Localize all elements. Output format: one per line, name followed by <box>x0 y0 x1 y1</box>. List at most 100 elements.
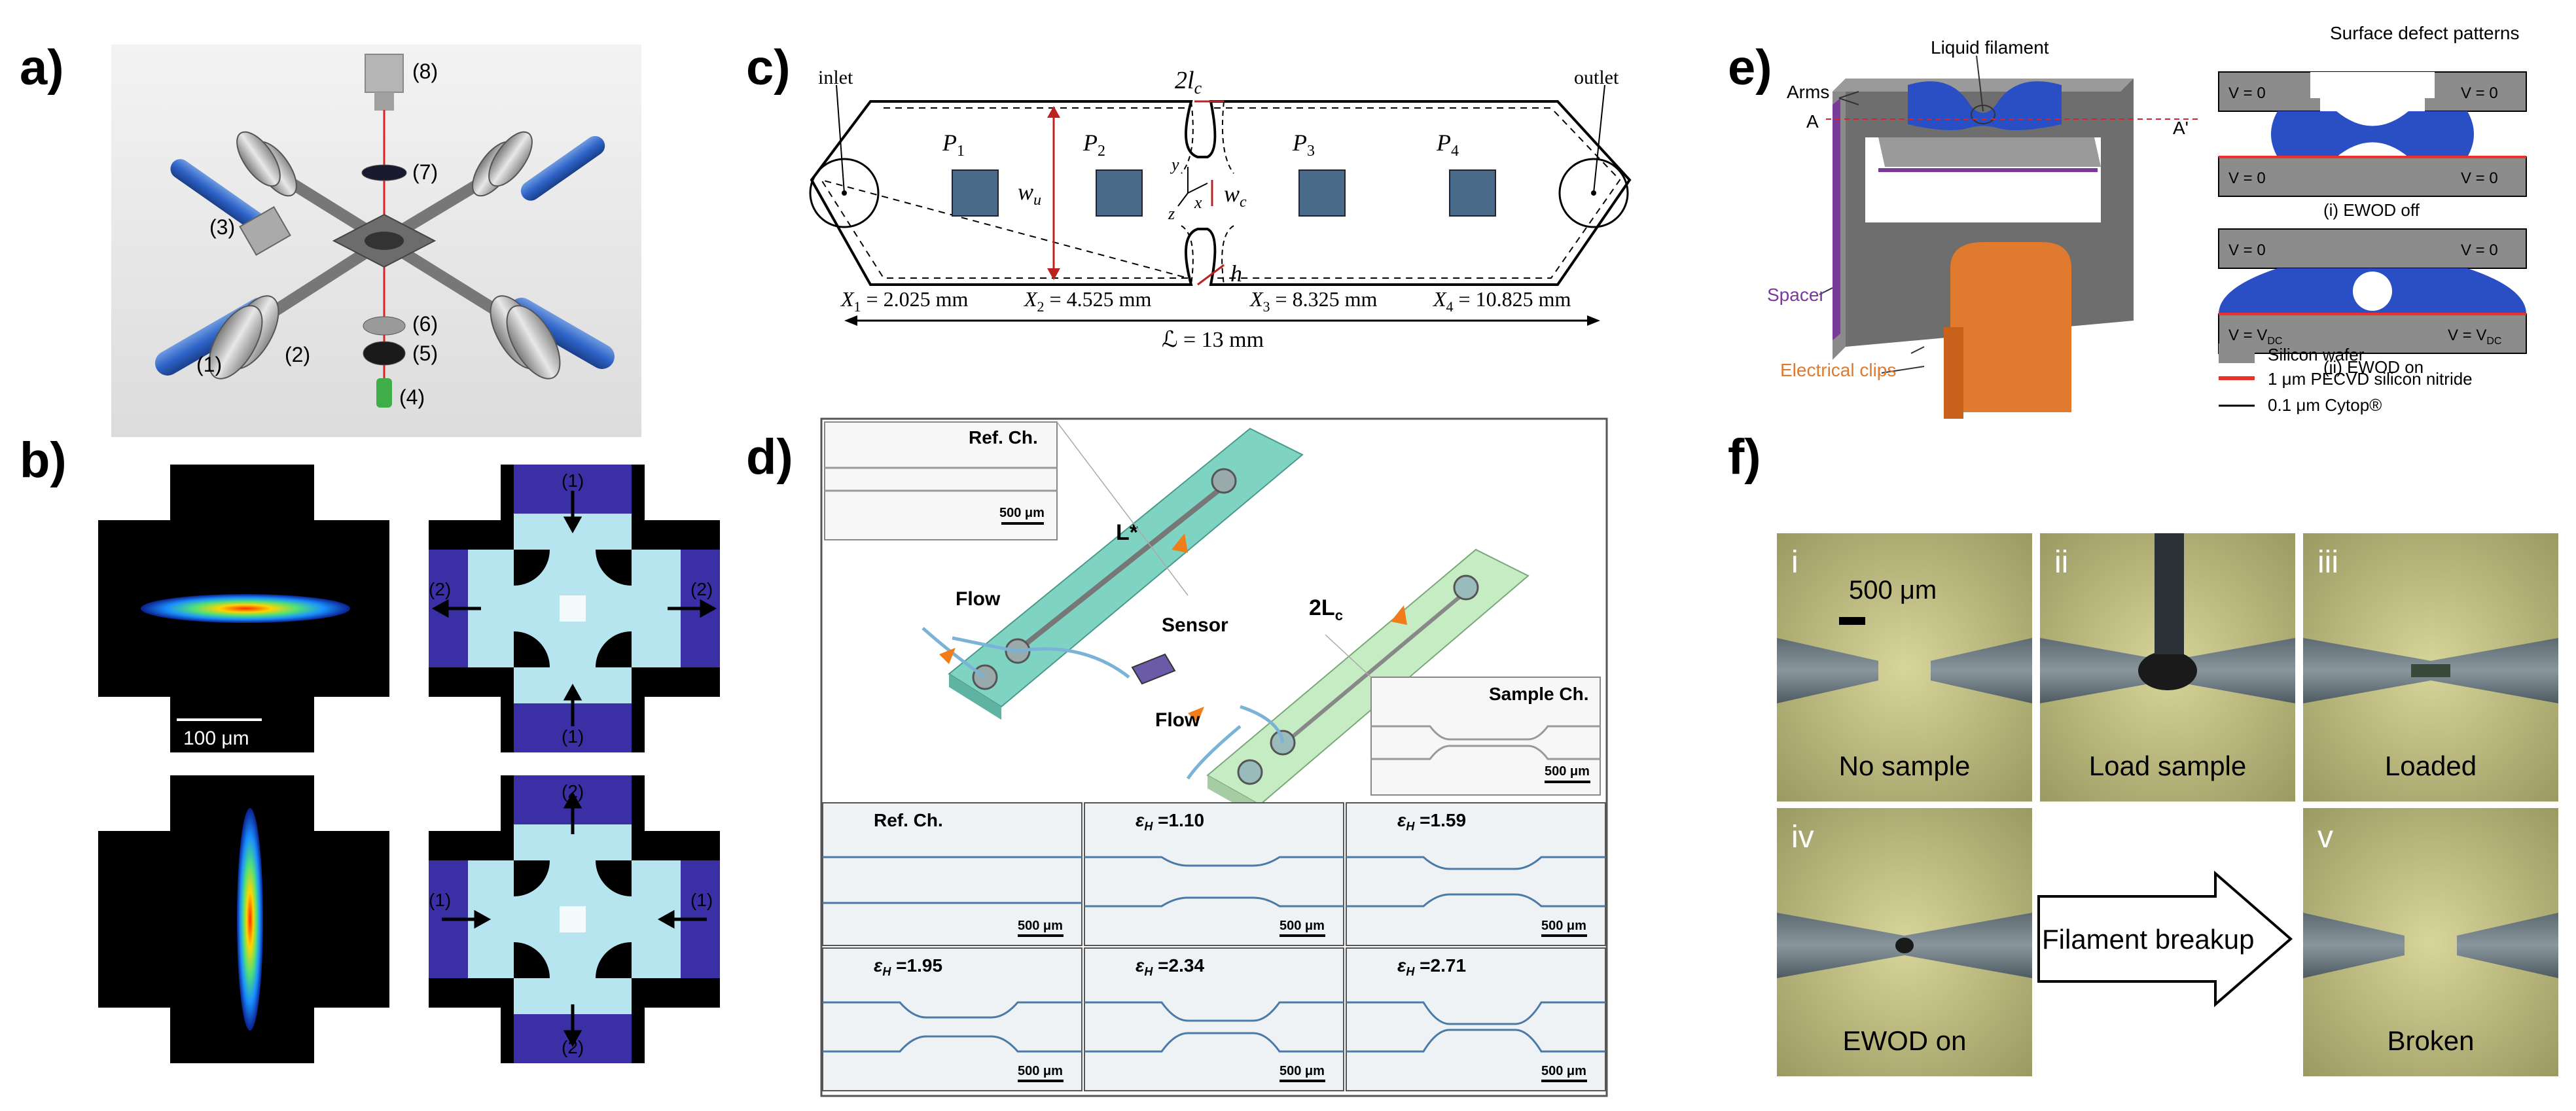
ref-inset: Ref. Ch. 500 μm <box>824 421 1189 596</box>
label-h: h <box>1230 260 1242 287</box>
label-ewod-on: (ii) EWOD on <box>2323 357 2424 377</box>
motor-icon <box>239 205 291 256</box>
callout-1: (1) <box>196 353 222 376</box>
label-b1-bottom: (1) <box>562 726 584 747</box>
panel-label-e: e) <box>1728 40 1772 96</box>
sample-inset-scale: 500 μm <box>1545 764 1590 779</box>
label-b1-left: (2) <box>429 579 451 599</box>
callout-5: (5) <box>412 342 438 365</box>
v0-bottom-right-off: V = 0 <box>2461 169 2498 187</box>
caption: No sample <box>1839 750 1971 781</box>
label-2lc: 2lc <box>1175 67 1202 97</box>
arrow-label: Filament breakup <box>2042 924 2255 955</box>
outlet-label: outlet <box>1574 67 1619 88</box>
label-b2-bottom: (2) <box>562 1037 584 1057</box>
label-p4: P4 <box>1436 130 1459 160</box>
panel-e-ewod-device: Liquid filament Arms A A' Spacer Electri… <box>1767 23 2527 419</box>
panel-a-apparatus: (1) (2) (3) (4) (5) (6) (7) (8) <box>111 44 641 437</box>
sample-inset-title: Sample Ch. <box>1489 684 1588 704</box>
v0-bottom-left-off: V = 0 <box>2228 169 2266 187</box>
panel-b-flow-fields: 100 μm (1) (1) (2) (2) <box>98 465 720 1063</box>
label-x1: X1 = 2.025 mm <box>840 287 968 315</box>
micrograph-label: Ref. Ch. <box>874 810 943 830</box>
label-liquid-filament: Liquid filament <box>1931 37 2049 58</box>
label-surface-defect: Surface defect patterns <box>2330 23 2520 43</box>
micrograph-cell: εH =2.34 500 μm <box>1084 947 1344 1091</box>
label-b2-top: (2) <box>562 781 584 802</box>
micrograph-label: εH =1.59 <box>1397 810 1466 833</box>
axis-x: x <box>1194 193 1202 212</box>
inlet-label: inlet <box>818 67 853 88</box>
micrograph-scale: 500 μm <box>1018 1064 1063 1078</box>
label-p1: P1 <box>942 130 965 160</box>
micrograph-scale: 500 μm <box>1541 1064 1586 1078</box>
micrograph-grid: Ref. Ch. 500 μm εH =1.10 500 μm εH =1.59 500 … <box>822 802 1606 1091</box>
v0-top-right-off: V = 0 <box>2461 84 2498 102</box>
callout-2: (2) <box>285 343 310 366</box>
roman-label: ii <box>2054 545 2068 580</box>
panel-d-microfluidic-device: L* 2Lc Flow Flow Sensor Ref. Ch. 500 μm … <box>820 417 1608 1097</box>
micrograph-scale: 500 μm <box>1279 919 1325 933</box>
legend-cytop: 0.1 μm Cytop® <box>2268 395 2382 415</box>
panel-c-channel-schematic: inlet outlet P1 P2 P3 P4 wu 2lc wc h y x… <box>809 67 1632 352</box>
micrograph-label: εH =2.34 <box>1136 955 1204 978</box>
label-b2-left: (1) <box>429 890 451 910</box>
vdc-bottom-right: V = VDC <box>2448 326 2501 347</box>
label-sensor: Sensor <box>1162 614 1228 636</box>
breakup-arrow: Filament breakup <box>2037 870 2293 1008</box>
axis-z: z <box>1168 204 1175 223</box>
schematic-top-right: (1) (1) (2) (2) <box>429 465 720 752</box>
label-wu: wu <box>1018 179 1041 209</box>
label-a-left: A <box>1806 111 1819 132</box>
rod-top-right <box>520 135 605 201</box>
v0-top-right-on: V = 0 <box>2461 241 2498 259</box>
legend-nitride: 1 μm PECVD silicon nitride <box>2268 369 2473 389</box>
label-ewod-off: (i) EWOD off <box>2323 200 2420 220</box>
sample-inset: Sample Ch. 500 μm <box>1325 634 1601 796</box>
label-x4: X4 = 10.825 mm <box>1432 287 1571 315</box>
camera-icon <box>365 54 404 111</box>
panel-label-d: d) <box>746 429 793 485</box>
label-2Lc: 2Lc <box>1309 595 1343 624</box>
label-length: ℒ = 13 mm <box>1162 328 1264 352</box>
label-L-star: L* <box>1116 520 1139 545</box>
caption: Broken <box>2387 1025 2474 1056</box>
callout-6: (6) <box>412 312 438 336</box>
micrograph-scale: 500 μm <box>1279 1064 1325 1078</box>
caption: EWOD on <box>1842 1025 1966 1056</box>
micrograph-scale: 500 μm <box>1541 919 1586 933</box>
micrograph-cell: εH =1.59 500 μm <box>1346 802 1606 946</box>
v0-top-left-off: V = 0 <box>2228 84 2266 102</box>
scale-label: 500 μm <box>1849 576 1937 605</box>
panel-label-b: b) <box>20 432 67 488</box>
roman-label: iii <box>2317 545 2338 580</box>
label-p3: P3 <box>1292 130 1315 160</box>
panel-label-a: a) <box>20 40 64 96</box>
axis-y: y <box>1170 155 1179 174</box>
micrograph-label: εH =1.10 <box>1136 810 1204 833</box>
electrical-clips <box>1944 242 2071 419</box>
caption: Load sample <box>2089 750 2247 781</box>
roman-label: v <box>2317 820 2333 855</box>
label-flow-1: Flow <box>956 588 1001 610</box>
label-p2: P2 <box>1082 130 1105 160</box>
scale-bar-100um: 100 μm <box>183 728 249 749</box>
callout-7: (7) <box>412 160 438 184</box>
panel-label-f: f) <box>1728 429 1761 485</box>
label-x2: X2 = 4.525 mm <box>1023 287 1151 315</box>
label-flow-2: Flow <box>1155 709 1200 731</box>
micrograph-cell: εH =1.10 500 μm <box>1084 802 1344 946</box>
legend: Silicon wafer 1 μm PECVD silicon nitride… <box>2219 344 2473 415</box>
cross-section-off: V = 0 V = 0 V = 0 V = 0 (i) EWOD off <box>2218 71 2527 220</box>
roman-label: iv <box>1791 820 1814 855</box>
micrograph-scale: 500 μm <box>1018 919 1063 933</box>
ref-inset-scale: 500 μm <box>999 506 1045 520</box>
ref-inset-title: Ref. Ch. <box>969 427 1038 448</box>
